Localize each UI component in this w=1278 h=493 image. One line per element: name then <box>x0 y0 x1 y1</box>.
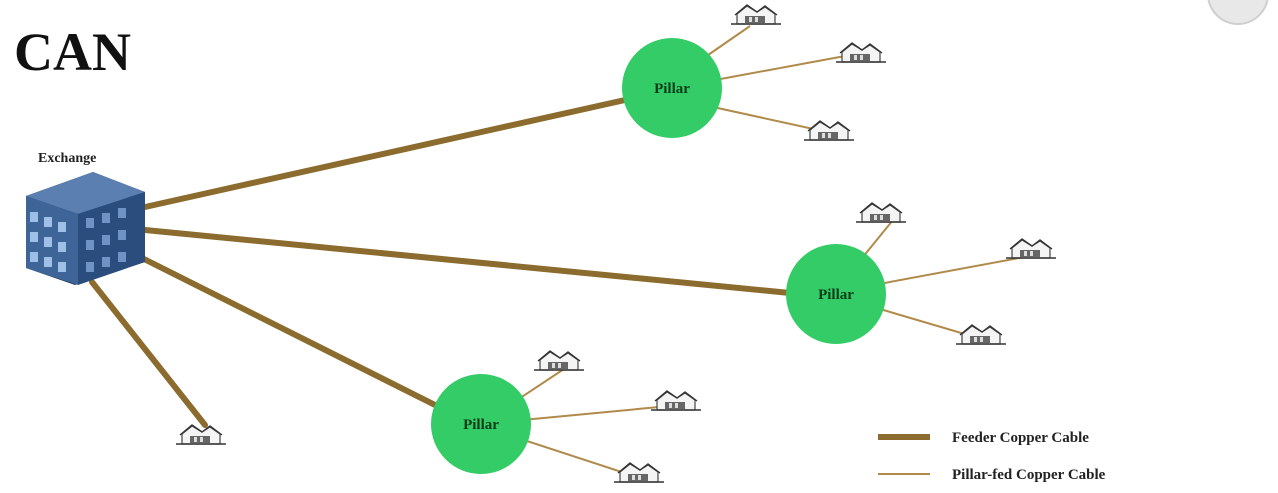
pillar-1-label: Pillar <box>654 81 690 97</box>
premises-house-icon <box>835 42 887 63</box>
premises-house-icon <box>175 424 227 445</box>
feeder-cable-pillar-2 <box>142 227 793 296</box>
page-title: CAN <box>14 22 131 82</box>
exchange-label: Exchange <box>38 151 96 166</box>
feeder-cables <box>89 97 793 428</box>
pillar-3: Pillar <box>431 374 531 474</box>
premises-house-icon <box>650 390 702 411</box>
pillar-2: Pillar <box>786 244 886 344</box>
pillar-3-label: Pillar <box>463 417 499 433</box>
feeder-cable-pillar-3 <box>139 255 448 413</box>
premises-house-icon <box>1005 238 1057 259</box>
corner-circle-decoration <box>1207 0 1269 25</box>
exchange-building-icon <box>26 172 145 285</box>
legend-pillar-fed-label: Pillar-fed Copper Cable <box>952 467 1106 483</box>
pillar-fed-cables <box>480 25 1036 479</box>
premises-house-icon <box>955 324 1007 345</box>
pillar-1: Pillar <box>622 38 722 138</box>
feeder-cable-pillar-1 <box>142 97 628 210</box>
premises-house-icon <box>613 462 665 483</box>
feeder-cable-direct-premise <box>89 279 208 428</box>
premises-house-icon <box>803 120 855 141</box>
pillar-2-label: Pillar <box>818 287 854 303</box>
premises-house-icon <box>855 202 907 223</box>
legend: Feeder Copper Cable Pillar-fed Copper Ca… <box>878 430 1106 483</box>
legend-feeder-label: Feeder Copper Cable <box>952 430 1089 446</box>
premises-house-icon <box>730 4 782 25</box>
premises-house-icon <box>533 350 585 371</box>
